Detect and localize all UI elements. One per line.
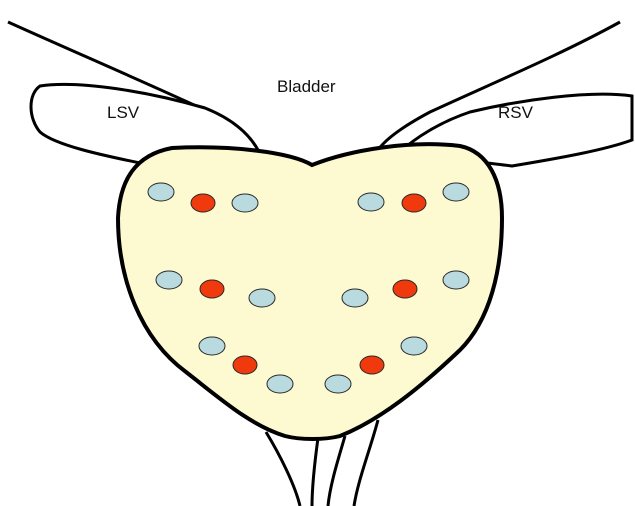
biopsy-core-highlighted	[191, 194, 215, 212]
biopsy-core-normal	[156, 271, 182, 289]
biopsy-core-normal	[443, 183, 469, 201]
biopsy-core-highlighted	[360, 356, 384, 374]
biopsy-core-normal	[443, 271, 469, 289]
biopsy-core-highlighted	[393, 280, 417, 298]
lsv-label: LSV	[107, 103, 140, 122]
biopsy-core-highlighted	[402, 194, 426, 212]
biopsy-core-normal	[199, 337, 225, 355]
biopsy-core-normal	[342, 289, 368, 307]
biopsy-core-normal	[232, 194, 258, 212]
biopsy-core-normal	[267, 375, 293, 393]
left-lower-duct-inner	[312, 438, 318, 506]
rsv-label: RSV	[498, 103, 534, 122]
biopsy-core-highlighted	[200, 280, 224, 298]
biopsy-core-highlighted	[233, 356, 257, 374]
biopsy-core-normal	[401, 337, 427, 355]
biopsy-core-normal	[325, 375, 351, 393]
biopsy-core-normal	[148, 183, 174, 201]
biopsy-core-normal	[249, 289, 275, 307]
bladder-label: Bladder	[277, 77, 336, 96]
right-lower-duct	[328, 436, 345, 506]
left-lower-duct	[266, 432, 300, 506]
biopsy-core-normal	[358, 193, 384, 211]
right-lower-duct-outer	[354, 420, 378, 506]
